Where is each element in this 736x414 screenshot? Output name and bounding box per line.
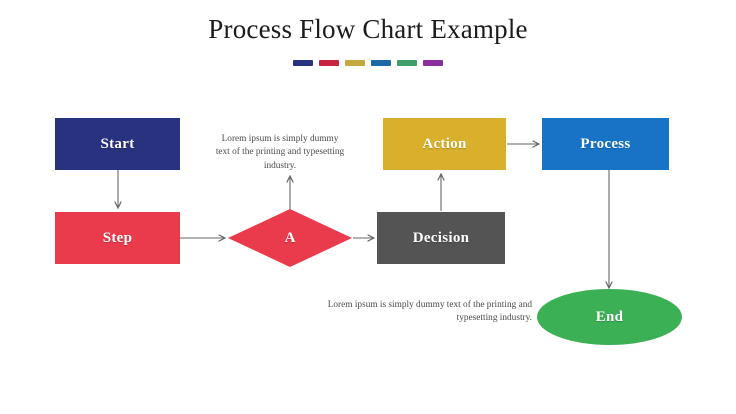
node-step-label: Step xyxy=(102,229,133,246)
diamond-icon xyxy=(228,209,352,267)
node-decision[interactable]: Decision xyxy=(377,212,505,264)
accent-bar-green xyxy=(397,60,417,66)
node-end-label: End xyxy=(595,308,624,325)
page-title: Process Flow Chart Example xyxy=(208,14,528,44)
accent-bar-gold xyxy=(345,60,365,66)
node-start[interactable]: Start xyxy=(55,118,180,170)
node-a-label: A xyxy=(284,229,296,246)
node-decision-label: Decision xyxy=(412,229,470,246)
node-process-label: Process xyxy=(580,135,631,152)
note-top: Lorem ipsum is simply dummy text of the … xyxy=(215,134,345,171)
node-end[interactable]: End xyxy=(537,289,682,345)
node-process[interactable]: Process xyxy=(542,118,669,170)
accent-bar-red xyxy=(319,60,339,66)
node-a[interactable]: A xyxy=(228,209,352,267)
node-action[interactable]: Action xyxy=(383,118,506,170)
title-accent-bars xyxy=(0,60,736,66)
node-step[interactable]: Step xyxy=(55,212,180,264)
note-bottom: Lorem ipsum is simply dummy text of the … xyxy=(327,300,532,324)
accent-bar-navy xyxy=(293,60,313,66)
node-action-label: Action xyxy=(422,135,467,152)
accent-bar-blue xyxy=(371,60,391,66)
node-start-label: Start xyxy=(100,135,135,152)
accent-bar-purple xyxy=(423,60,443,66)
